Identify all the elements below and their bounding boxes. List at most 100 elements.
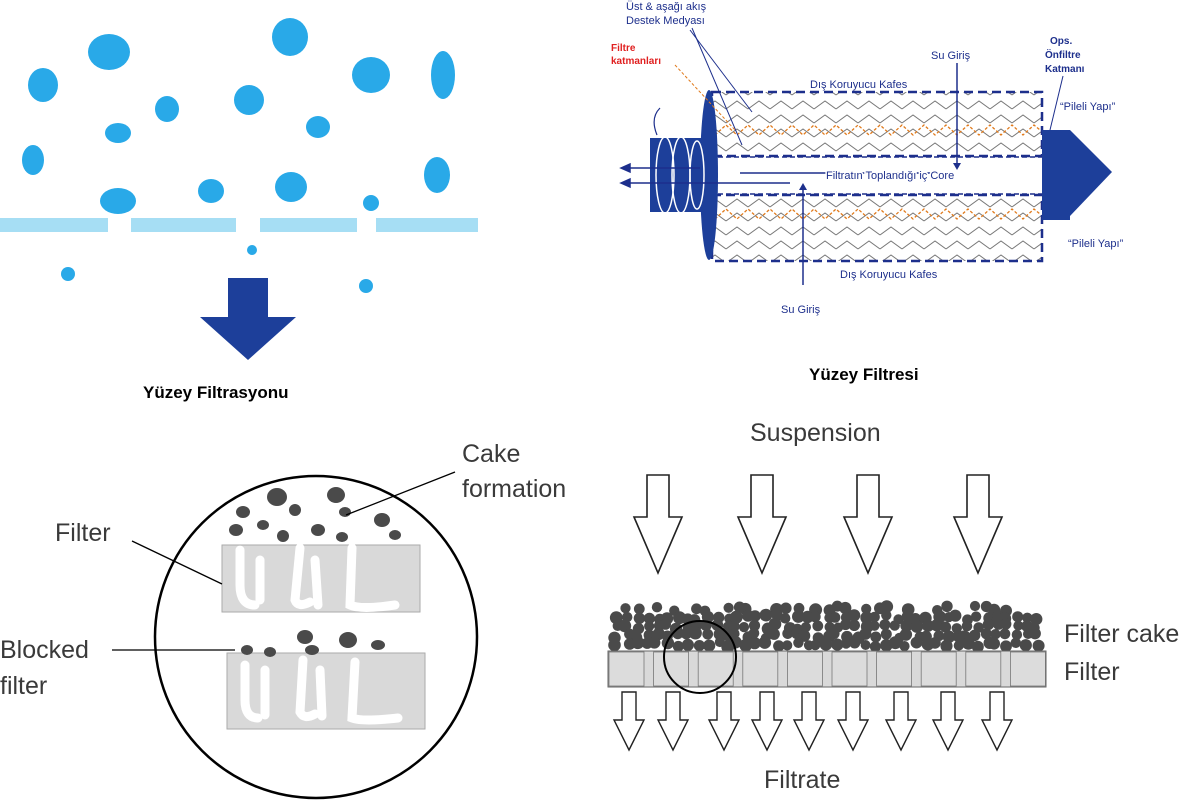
cake-particle: [910, 620, 924, 633]
filter-cake-particles: [608, 600, 1045, 654]
hollow-down-arrow-icon: [980, 691, 1014, 752]
cake-particle: [809, 611, 821, 623]
droplet: [275, 172, 307, 202]
water-inlet-arrow-top-head: [953, 163, 961, 170]
magnify-highlight: [663, 620, 737, 694]
cake-particle: [921, 619, 935, 632]
cake-particle: [1000, 640, 1012, 653]
membrane-segment: [376, 218, 478, 232]
filter-strip: [607, 650, 1047, 688]
cake-particle: [969, 600, 981, 612]
cake-particle: [848, 609, 861, 622]
droplet: [22, 145, 44, 175]
hollow-down-arrow-icon: [736, 474, 788, 576]
down-arrow-icon: [200, 278, 296, 360]
cake-particle: [941, 600, 953, 612]
surface-filtration-caption: Yüzey Filtrasyonu: [143, 383, 288, 402]
leader-line: [689, 29, 753, 113]
cake-particle: [869, 620, 880, 631]
cake-particles: [229, 487, 401, 657]
cake-particle: [691, 603, 702, 615]
cake-particle: [990, 629, 1001, 640]
water-inlet-top-label: Su Giriş: [931, 50, 971, 62]
cake-particle: [780, 602, 792, 614]
filter-layers-label-line1: Filtre: [611, 43, 636, 54]
filter-cell: [742, 651, 779, 687]
end-cap: [700, 90, 718, 260]
cake-label-line1: Cake: [462, 440, 520, 468]
droplet: [234, 85, 264, 115]
particle: [236, 506, 250, 518]
cake-particle: [940, 639, 953, 653]
cake-particle: [971, 640, 984, 653]
cake-particle: [953, 640, 964, 651]
cake-particle: [848, 619, 860, 631]
cake-particle: [829, 612, 841, 623]
hollow-down-arrow-icon: [750, 691, 784, 752]
outer-cage-bottom-section: [710, 193, 1044, 263]
cake-particle: [779, 613, 791, 624]
particle: [389, 530, 401, 540]
cake-particle: [632, 622, 645, 635]
filter-leader-line: [131, 540, 223, 585]
filter-cell: [653, 651, 689, 687]
right-end-cap: [1042, 130, 1070, 220]
suspension-panel: Suspension Filter cake Filter Filtrate: [607, 419, 1179, 794]
filter-cell: [787, 651, 823, 687]
membrane-segment: [0, 218, 108, 232]
right-cone: [1070, 130, 1112, 216]
cake-particle: [681, 638, 695, 652]
cake-particle: [748, 619, 761, 632]
particle: [305, 645, 319, 655]
filter-cell: [1010, 651, 1046, 687]
filter-cell: [831, 651, 868, 687]
cake-particle: [1000, 618, 1012, 630]
o-ring: [689, 140, 705, 210]
rotation-icon: [653, 107, 661, 136]
filter-cell: [920, 651, 957, 687]
core-label: Filtratın Toplandığı iç Core: [826, 170, 954, 182]
cake-particle: [792, 610, 805, 623]
cake-particle: [688, 626, 702, 640]
droplet: [28, 68, 58, 102]
cake-particle: [999, 628, 1011, 640]
cake-particle: [1029, 627, 1041, 640]
cake-particle: [773, 640, 785, 652]
particle: [277, 530, 289, 542]
cake-particle: [633, 612, 646, 624]
particle: [374, 513, 390, 527]
particle: [229, 524, 243, 536]
cake-particle: [970, 611, 982, 622]
filtrate-arrows: [612, 691, 1014, 752]
cake-particle: [930, 619, 943, 632]
cake-particle: [881, 610, 892, 621]
hollow-down-arrow-icon: [632, 474, 684, 576]
cake-particle: [869, 611, 880, 623]
filter-cake-label: Filter cake: [1064, 620, 1179, 648]
cake-particle: [839, 601, 852, 615]
cake-particle: [680, 627, 693, 640]
filter-cell: [608, 651, 645, 687]
blocked-label-line2: filter: [0, 672, 47, 700]
particle: [327, 487, 345, 503]
cake-particle: [1012, 611, 1024, 623]
filter-pores: [235, 543, 400, 612]
cake-particle: [812, 620, 824, 632]
hollow-down-arrow-icon: [836, 691, 870, 752]
hollow-down-arrow-icon: [952, 474, 1004, 576]
droplet: [272, 18, 308, 56]
droplet: [363, 195, 379, 211]
outer-cage-bottom-label: Dış Koruyucu Kafes: [840, 269, 938, 281]
cake-particle: [828, 628, 840, 640]
filter-cell: [876, 651, 912, 687]
hollow-down-arrow-icon: [884, 691, 918, 752]
droplets: [22, 18, 455, 293]
cake-particle: [819, 637, 833, 651]
droplet: [247, 245, 257, 255]
droplet: [61, 267, 75, 281]
cake-particle: [962, 637, 975, 650]
leader-line: [1049, 75, 1064, 131]
cake-particle: [693, 640, 706, 652]
cake-particle: [768, 617, 782, 631]
cake-particle: [910, 636, 923, 649]
